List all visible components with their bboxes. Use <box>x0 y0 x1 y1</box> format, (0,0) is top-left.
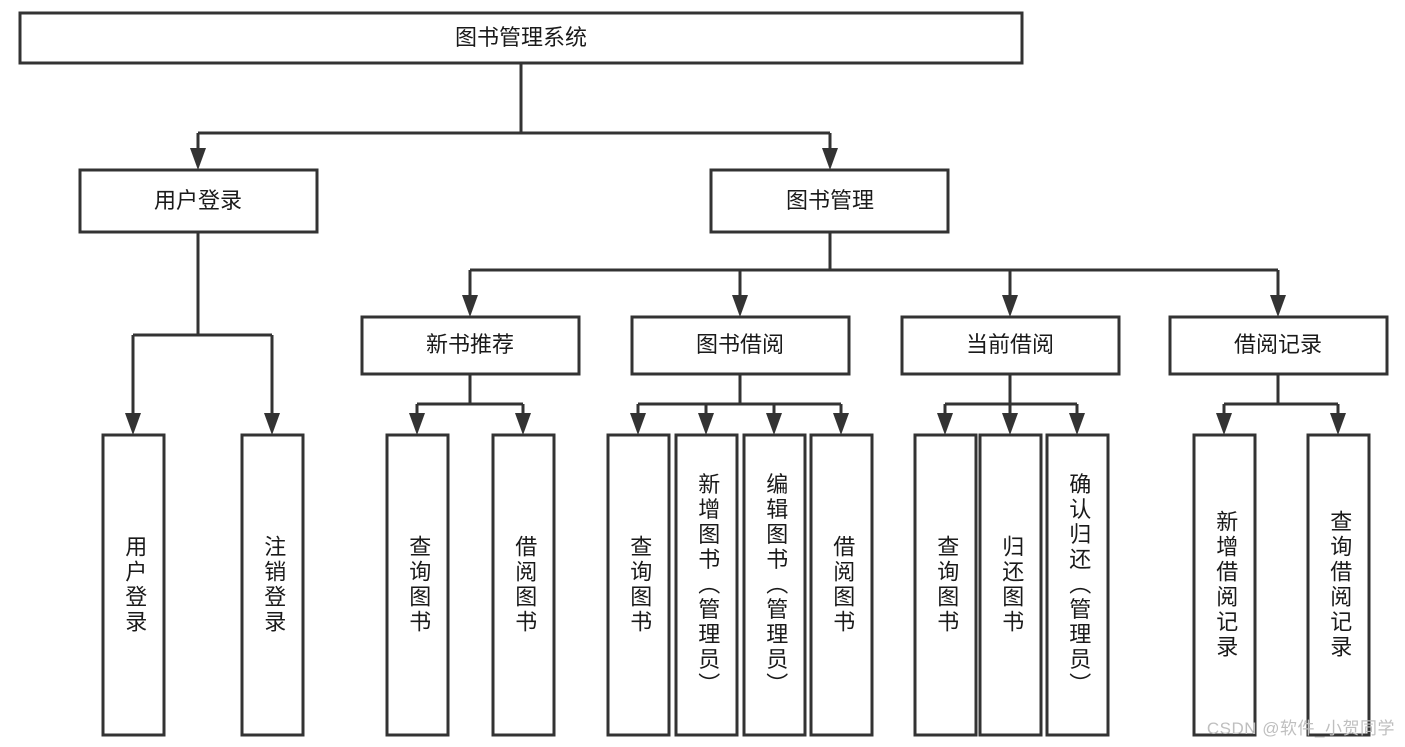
leaf-book-borrow-query[interactable]: 查询图书 <box>606 433 671 737</box>
leaf-book-borrow-query-label: 查询图书 <box>627 535 652 635</box>
leaf-book-borrow-borrow-label: 借阅图书 <box>830 535 855 635</box>
leaf-borrow-record-query[interactable]: 查询借阅记录 <box>1306 433 1371 737</box>
node-new-book-recommend-label: 新书推荐 <box>426 332 514 357</box>
watermark: CSDN @软件_小贺同学 <box>1206 719 1395 738</box>
leaf-book-borrow-add-label: 新增图书（管理员） <box>695 473 720 698</box>
node-borrow-record-label: 借阅记录 <box>1234 332 1322 357</box>
node-user-login[interactable]: 用户登录 <box>78 168 319 234</box>
leaf-book-borrow-edit[interactable]: 编辑图书（管理员） <box>742 433 807 737</box>
node-book-borrow[interactable]: 图书借阅 <box>630 315 851 376</box>
leaf-current-borrow-confirm-label: 确认归还（管理员） <box>1066 473 1091 698</box>
leaf-new-book-query[interactable]: 查询图书 <box>385 433 450 737</box>
node-book-management-label: 图书管理 <box>786 188 874 213</box>
connector-bookmgmt-to-level3 <box>462 232 1286 317</box>
leaf-book-borrow-add[interactable]: 新增图书（管理员） <box>674 433 739 737</box>
leaf-user-login-logout[interactable]: 注销登录 <box>240 433 305 737</box>
connector-root-to-level2 <box>190 63 838 170</box>
node-book-management[interactable]: 图书管理 <box>709 168 950 234</box>
connector-userlogin-to-leaves <box>125 232 280 435</box>
connector-currentborrow-to-leaves <box>937 374 1085 435</box>
node-current-borrow-label: 当前借阅 <box>966 332 1054 357</box>
leaf-borrow-record-add[interactable]: 新增借阅记录 <box>1192 433 1257 737</box>
leaf-current-borrow-return-label: 归还图书 <box>999 535 1024 635</box>
node-new-book-recommend[interactable]: 新书推荐 <box>360 315 581 376</box>
node-root[interactable]: 图书管理系统 <box>18 11 1024 65</box>
leaf-book-borrow-borrow[interactable]: 借阅图书 <box>809 433 874 737</box>
node-book-borrow-label: 图书借阅 <box>696 332 784 357</box>
leaf-user-login-logout-label: 注销登录 <box>261 535 286 635</box>
connector-bookborrow-to-leaves <box>630 374 849 435</box>
leaf-book-borrow-edit-label: 编辑图书（管理员） <box>763 473 788 698</box>
connector-borrowrecord-to-leaves <box>1216 374 1346 435</box>
leaf-new-book-borrow[interactable]: 借阅图书 <box>491 433 556 737</box>
leaf-user-login-login-label: 用户登录 <box>122 535 147 635</box>
leaf-borrow-record-add-label: 新增借阅记录 <box>1213 510 1238 660</box>
leaf-current-borrow-query-label: 查询图书 <box>934 535 959 635</box>
leaf-new-book-borrow-label: 借阅图书 <box>512 535 537 635</box>
leaf-current-borrow-return[interactable]: 归还图书 <box>978 433 1043 737</box>
leaf-new-book-query-label: 查询图书 <box>406 535 431 635</box>
leaf-current-borrow-confirm[interactable]: 确认归还（管理员） <box>1045 433 1110 737</box>
node-root-label: 图书管理系统 <box>455 25 587 50</box>
leaf-borrow-record-query-label: 查询借阅记录 <box>1327 510 1352 660</box>
node-borrow-record[interactable]: 借阅记录 <box>1168 315 1389 376</box>
node-user-login-label: 用户登录 <box>154 188 242 213</box>
leaf-user-login-login[interactable]: 用户登录 <box>101 433 166 737</box>
leaf-current-borrow-query[interactable]: 查询图书 <box>913 433 978 737</box>
node-current-borrow[interactable]: 当前借阅 <box>900 315 1121 376</box>
connector-newbook-to-leaves <box>409 374 531 435</box>
